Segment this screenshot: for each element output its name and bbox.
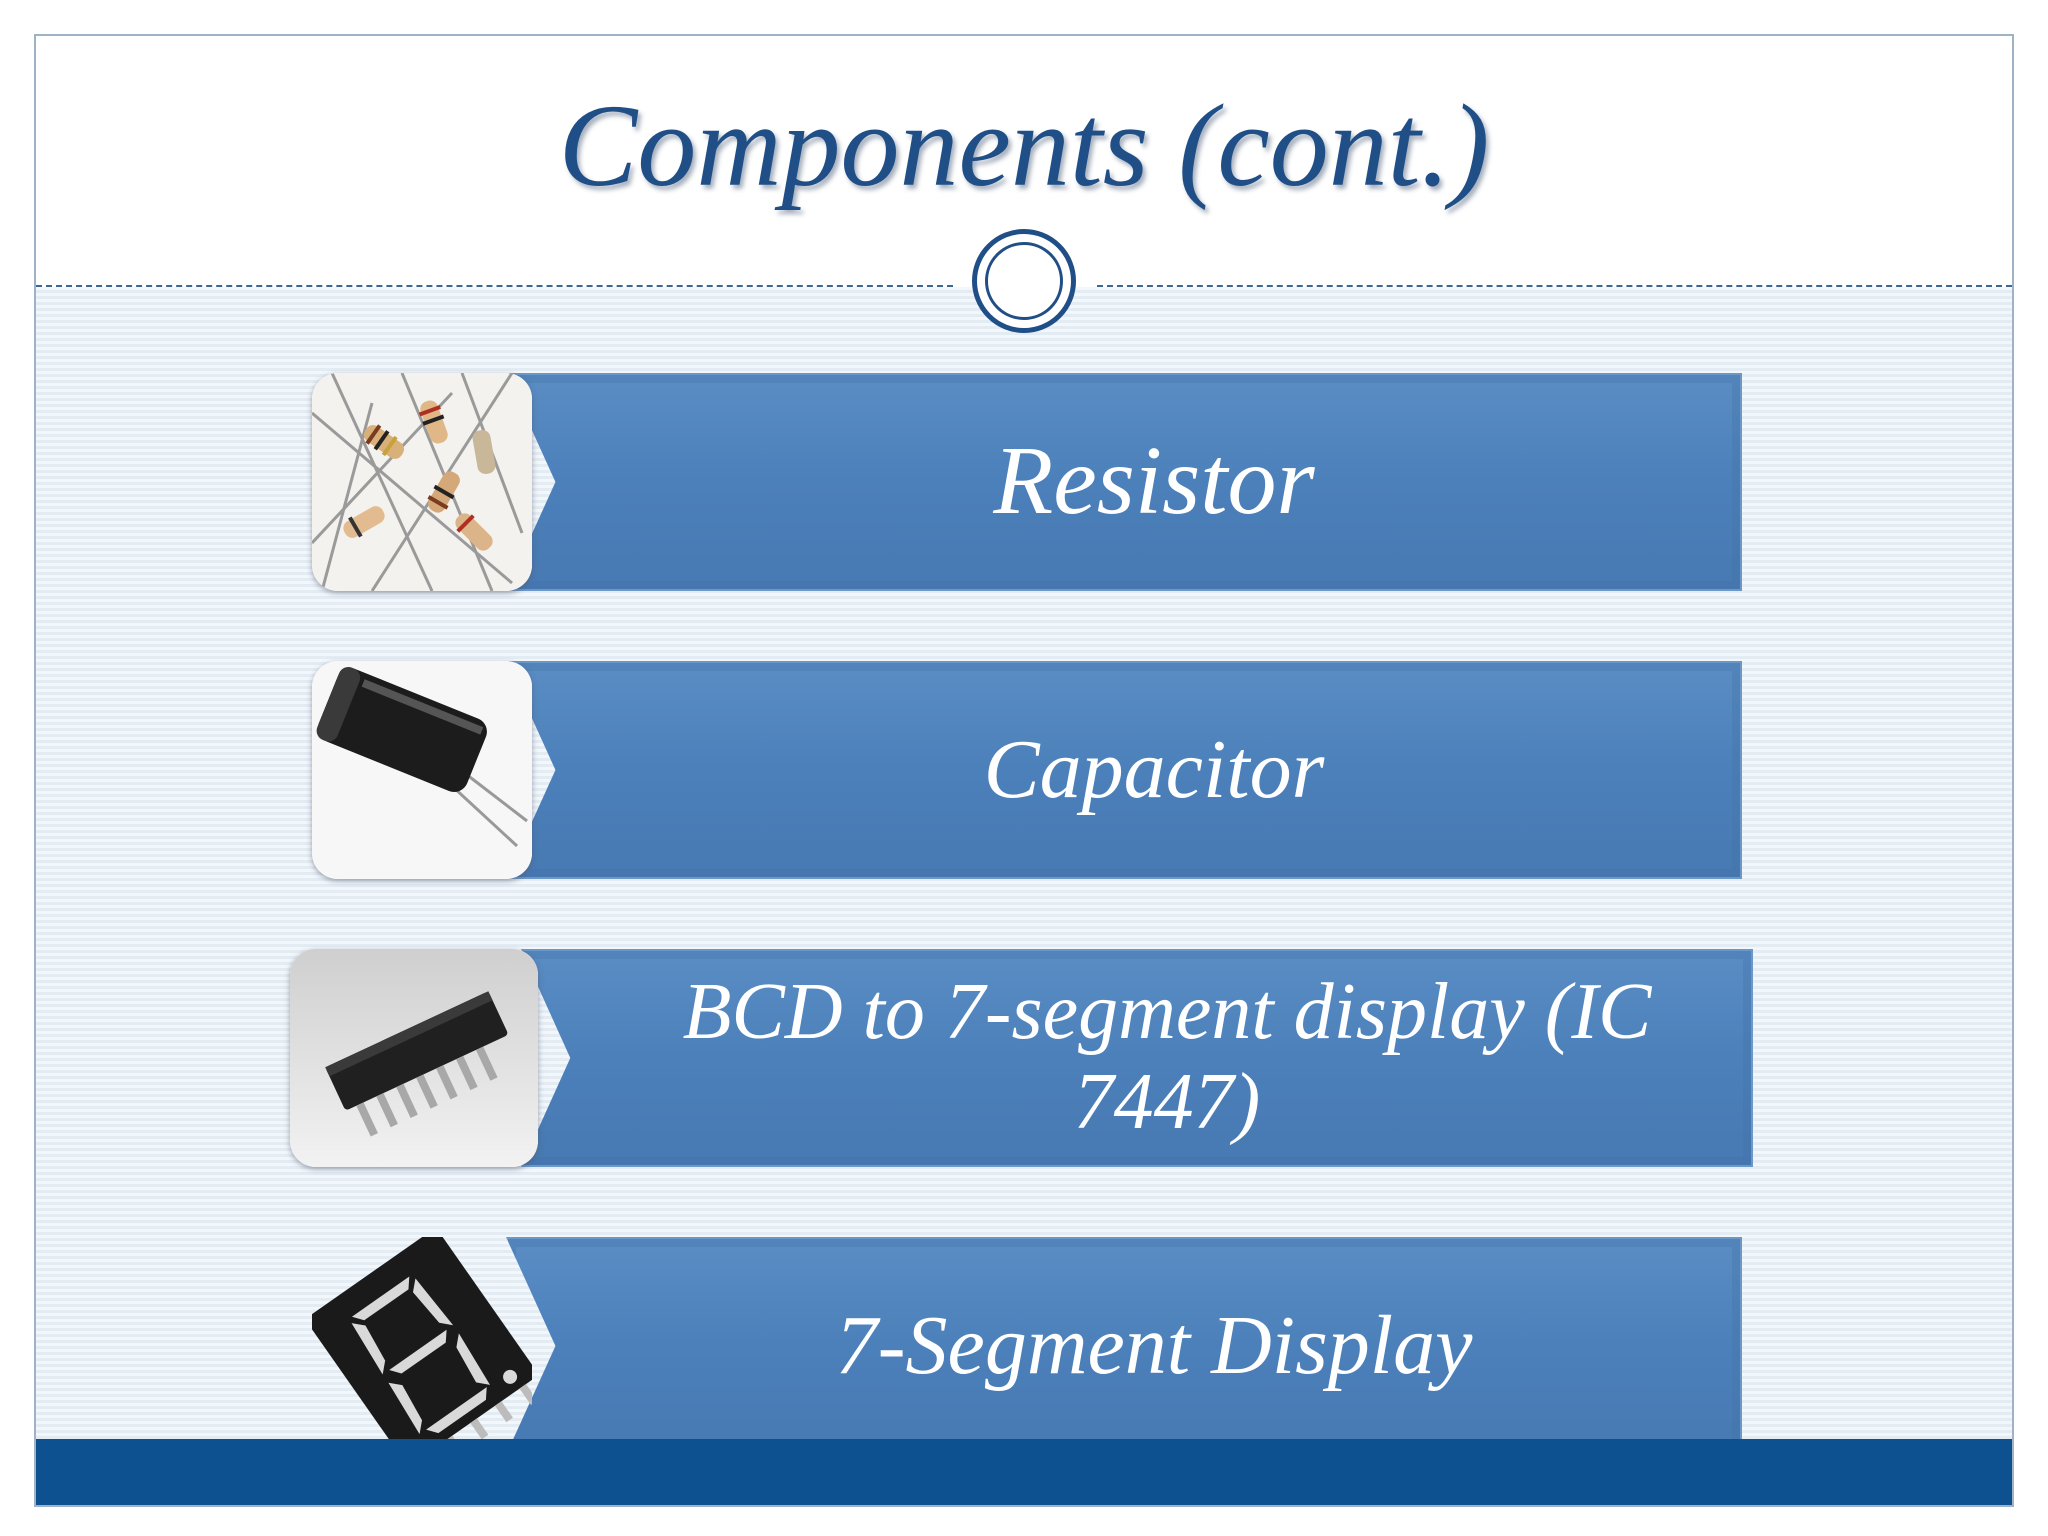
- component-bar: BCD to 7-segment display (IC 7447): [521, 949, 1753, 1167]
- component-item-ic-7447: BCD to 7-segment display (IC 7447): [36, 949, 2012, 1167]
- component-item-seven-segment: 7-Segment Display: [36, 1237, 2012, 1455]
- component-bar: Capacitor: [506, 661, 1742, 879]
- slide-title: Components (cont.): [558, 80, 1490, 211]
- component-label: 7-Segment Display: [835, 1298, 1473, 1392]
- component-label: Capacitor: [983, 722, 1325, 816]
- component-label: BCD to 7-segment display (IC 7447): [682, 968, 1652, 1146]
- divider-ring-icon: [972, 229, 1076, 333]
- footer-bar: [36, 1439, 2012, 1505]
- component-bar: Resistor: [506, 373, 1742, 591]
- component-item-capacitor: Capacitor: [36, 661, 2012, 879]
- ic-chip-icon: [290, 949, 538, 1167]
- header-divider-right: [1097, 285, 2012, 287]
- slide-frame: Components (cont.) Resistor: [34, 34, 2014, 1507]
- component-bar: 7-Segment Display: [506, 1237, 1742, 1455]
- component-item-resistor: Resistor: [36, 373, 2012, 591]
- seven-segment-icon: [312, 1237, 532, 1455]
- component-label: Resistor: [993, 427, 1315, 536]
- divider-ring-inner: [985, 242, 1063, 320]
- capacitor-icon: [312, 661, 532, 879]
- resistor-icon: [312, 373, 532, 591]
- slide-body: Resistor: [36, 287, 2012, 1455]
- header-divider-left: [36, 285, 953, 287]
